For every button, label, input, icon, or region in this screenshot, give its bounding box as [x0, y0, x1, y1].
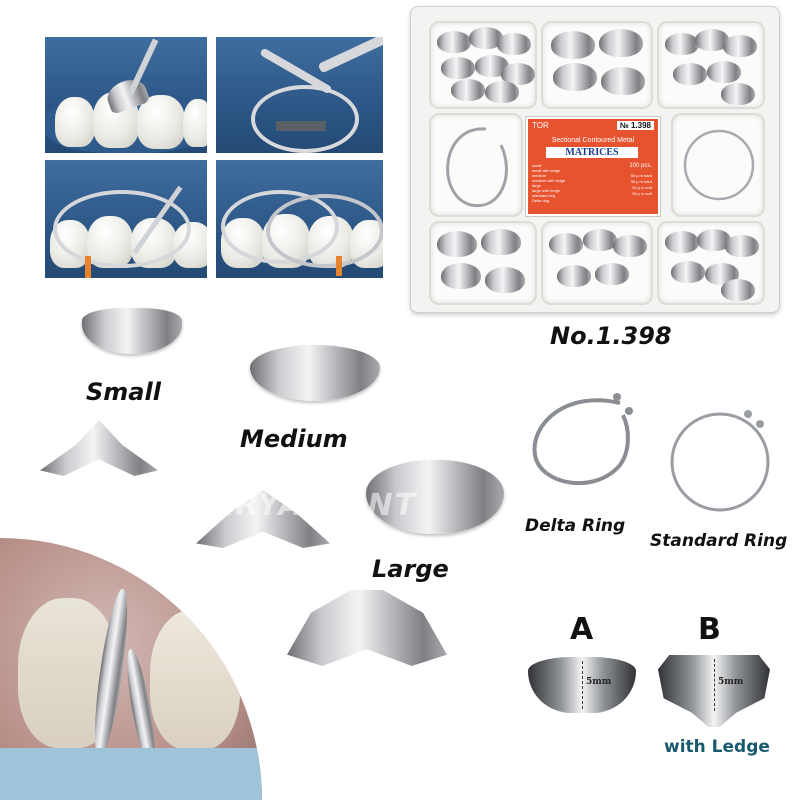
matrix-large-ledge [287, 590, 447, 666]
label-delta-ring: Delta Ring [525, 516, 626, 536]
box-subtitle: Sectional Contoured Metal [551, 137, 635, 144]
photo-ring-on-teeth [45, 160, 207, 278]
photo-tooth-closeup [0, 538, 262, 800]
type-a-label: A [570, 612, 594, 647]
type-b-label: B [698, 612, 721, 647]
box-number: № 1.398 [616, 121, 654, 130]
photo-two-rings [216, 160, 383, 278]
photo-matrix-placement [45, 37, 207, 153]
type-a-dimension: 5mm [586, 677, 612, 687]
compartment-bottom-left [429, 221, 537, 305]
box-pieces: 100 pcs. [629, 163, 652, 169]
label-standard-ring: Standard Ring [650, 531, 788, 551]
compartment-delta-ring [429, 113, 523, 217]
box-brand: TOR [532, 121, 549, 130]
tray-standard-ring-icon [683, 129, 755, 201]
matrix-medium [250, 345, 380, 401]
product-tray: TOR № 1.398 Sectional Contoured Metal MA… [410, 6, 780, 313]
matrix-large [366, 460, 504, 534]
with-ledge-label: with Ledge [664, 737, 770, 757]
compartment-top-right [657, 21, 765, 109]
matrix-small-ledge [40, 420, 158, 476]
photo-ring-forceps [216, 37, 383, 153]
compartment-bottom-right [657, 221, 765, 305]
box-label: TOR № 1.398 Sectional Contoured Metal MA… [526, 117, 660, 216]
tray-delta-ring-icon [446, 127, 508, 208]
type-b-dimension: 5mm [718, 677, 744, 687]
label-small: Small [86, 378, 161, 406]
compartment-top-middle [541, 21, 653, 109]
label-large: Large [372, 555, 449, 583]
watermark: ARYA-DENT [210, 488, 418, 523]
matrix-small [82, 308, 182, 354]
model-number: No.1.398 [550, 322, 672, 350]
type-a-matrix: 5mm [528, 657, 636, 713]
standard-ring-icon [662, 400, 782, 520]
box-title: MATRICES [546, 147, 638, 158]
compartment-top-left [429, 21, 537, 109]
delta-ring-icon [525, 385, 645, 500]
type-b-matrix: 5mm [658, 655, 770, 727]
label-medium: Medium [240, 425, 348, 453]
compartment-standard-ring [671, 113, 765, 217]
compartment-bottom-middle [541, 221, 653, 305]
